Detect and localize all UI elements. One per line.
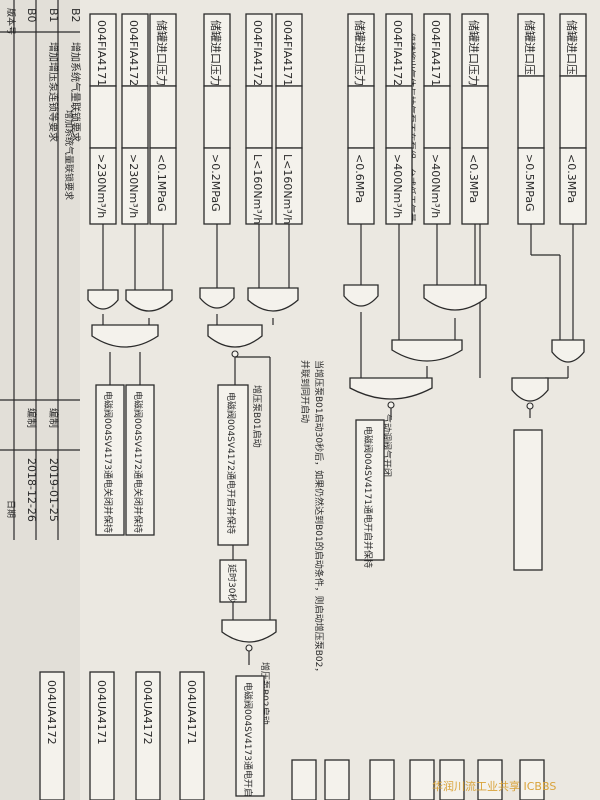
col4-output-b: 电磁阀004SV4172通电关闭并保持 xyxy=(132,391,144,533)
watermark: 华润川流工业共享 ICBBS xyxy=(432,779,556,793)
column-4: 储罐进口压力 <0.1MPaG 004FIA4172 >230Nm³/h 004… xyxy=(63,13,177,536)
col4-condition: >400Nm³/h xyxy=(429,154,442,218)
col7-label: 004FIA4171 xyxy=(281,20,294,86)
col3-annotation-2: 并联到同开启动 xyxy=(299,360,311,423)
col11-condition: >230Nm³/h xyxy=(127,154,140,218)
col7-condition: L<160Nm³/h xyxy=(281,154,294,224)
col3-annotation: 当增压泵B01启动30秒后，如果仍然达到B01的启动条件，则启动增压泵B02， xyxy=(313,360,325,676)
delay-label: 延时30秒 xyxy=(226,564,238,602)
col12-condition: >230Nm³/h xyxy=(95,154,108,218)
column-2: 储罐进口压力 <0.3MPa 004FIA4171 >400Nm³/h 一级精馏… xyxy=(343,13,489,568)
bottom-tag-3: 004UA4171 xyxy=(95,680,108,745)
title-block: B2 B1 B0 增加系统气量联锁要求 增加增压泵连锁等要求 编制 编制 201… xyxy=(0,0,82,540)
col8-condition: L<160Nm³/h xyxy=(251,154,264,224)
rev-b1-date: 2019-01-25 xyxy=(47,458,60,522)
col9-condition: >0.2MPaG xyxy=(209,154,222,212)
col3-condition: <0.3MPa xyxy=(467,154,480,203)
rev-b2-desc: 增加系统气量联锁要求 xyxy=(69,42,82,142)
col4-note: 增加系统气量联锁要求 xyxy=(63,110,75,200)
rev-b0-code: B0 xyxy=(25,8,38,23)
rev-b2-code: B2 xyxy=(69,8,82,23)
col9-label: 储罐进口压力 xyxy=(209,20,223,86)
date-header: 日期 xyxy=(5,500,16,518)
bottom-tag-1: 004UA4171 xyxy=(185,680,198,745)
bottom-tag-4: 004UA4172 xyxy=(45,680,58,745)
col8-label: 004FIA4172 xyxy=(251,20,264,86)
col4-label: 004FIA4171 xyxy=(429,20,442,86)
rev-b1-code: B1 xyxy=(47,8,60,23)
bottom-tag-2: 004UA4172 xyxy=(141,680,154,745)
version-header: 版本号 xyxy=(5,8,17,35)
rev-b1-role: 编制 xyxy=(47,408,60,428)
col3-next-output: 电磁阀004SV4173通电开启 xyxy=(242,682,254,797)
col10-label: 储罐进口压力 xyxy=(155,20,169,86)
col6-condition: <0.6MPa xyxy=(353,154,366,203)
rev-b0-date: 2018-12-26 xyxy=(25,458,38,522)
rev-b1-desc: 增加增压泵连锁等要求 xyxy=(47,42,60,142)
col11-label: 004FIA4172 xyxy=(127,20,140,86)
col5-label: 004FIA4172 xyxy=(391,20,404,86)
col5-condition: >400Nm³/h xyxy=(391,154,404,218)
bottom-tags: 004UA4171 004UA4172 004UA4171 004UA4172 xyxy=(39,671,545,800)
rev-b0-role: 编制 xyxy=(25,408,38,428)
col2-output: 电磁阀004SV4171通电开启并保持 xyxy=(362,426,374,568)
col1-label: 储罐进口压力 xyxy=(565,20,579,86)
column-3: 004FIA4171 L<160Nm³/h 004FIA4172 L<160Nm… xyxy=(199,13,325,797)
col12-label: 004FIA4171 xyxy=(95,20,108,86)
col10-condition: <0.1MPaG xyxy=(155,154,168,212)
col4-output-a: 电磁阀004SV4173通电关闭并保持 xyxy=(102,391,114,533)
col2-condition: >0.5MPaG xyxy=(523,154,536,212)
col3-label: 储罐进口压力 xyxy=(467,20,481,86)
col6-label: 储罐进口压力 xyxy=(353,20,367,86)
col3-output: 电磁阀004SV4172通电开启并保持 xyxy=(225,392,237,534)
col2-label: 储罐进口压力 xyxy=(523,20,537,86)
col3-action-note: 增压泵B01启动 xyxy=(251,385,263,448)
column-1: 储罐进口压力 <0.3MPa 储罐进口压力 >0.5MPaG xyxy=(479,13,587,571)
col1-condition: <0.3MPa xyxy=(565,154,578,203)
